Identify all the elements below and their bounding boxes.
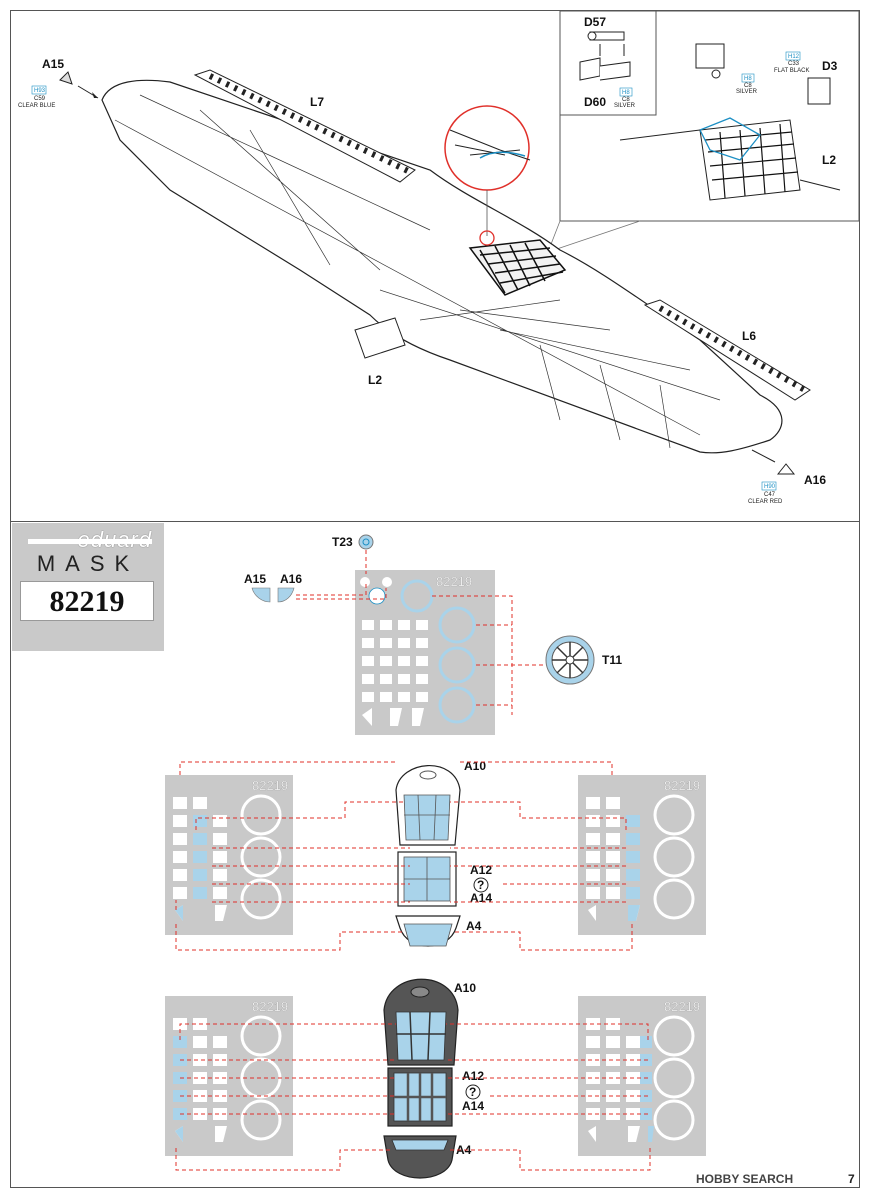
flap-l7 <box>193 69 416 183</box>
canopy-a12-dark <box>387 1067 453 1127</box>
color-callout-d60: H8 C8 SILVER <box>614 87 636 109</box>
canopy-a10-dark <box>383 978 459 1066</box>
color-c59: C59 <box>34 96 46 102</box>
sheet-number-left-2: 82219 <box>252 999 288 1014</box>
mask-a16 <box>277 587 295 603</box>
nav-light-a15 <box>59 71 73 85</box>
label-d57: D57 <box>584 15 606 29</box>
inset-leader-2 <box>547 220 641 253</box>
label-a16-mask: A16 <box>280 572 302 586</box>
color-clear-red: CLEAR RED <box>748 499 783 505</box>
color-h8-b: H8 <box>744 76 752 82</box>
hobby-search-watermark: HOBBY SEARCH <box>696 1172 794 1186</box>
brand-product-number: 82219 <box>20 581 154 621</box>
mask-sheet-right-1 <box>578 775 706 935</box>
canopy-a10-light <box>395 765 461 846</box>
label-a12-top: A12 <box>470 863 492 877</box>
inset-d60 <box>579 57 631 81</box>
gear-part-l2 <box>354 317 406 359</box>
color-h8-a: H8 <box>622 90 630 96</box>
color-c8-a: C8 <box>622 97 630 103</box>
section-divider <box>10 521 860 522</box>
canopy-a4-light <box>395 915 461 947</box>
color-callout-a16: H90 C47 CLEAR RED <box>748 481 783 505</box>
eduard-mask-logo: eduard MASK 82219 <box>12 523 164 651</box>
label-l6: L6 <box>742 329 756 343</box>
a16-arrow <box>751 449 776 463</box>
label-d60: D60 <box>584 95 606 109</box>
question-mark-top: ? <box>477 878 484 892</box>
sheet-number-right-2: 82219 <box>664 999 700 1014</box>
label-l2-main: L2 <box>368 373 382 387</box>
sheet-number-right-1: 82219 <box>664 778 700 793</box>
sheet-number-left-1: 82219 <box>252 778 288 793</box>
label-a14-top: A14 <box>470 891 492 905</box>
mask-a15 <box>251 587 271 603</box>
label-l2-inset: L2 <box>822 153 836 167</box>
inset-detail-assembly <box>619 43 841 201</box>
a15-a16-leader <box>296 582 387 600</box>
mask-sheet-main: 82219 <box>355 570 495 735</box>
label-a4-top: A4 <box>466 919 482 933</box>
label-t11: T11 <box>602 653 622 667</box>
cockpit-frame <box>468 239 567 296</box>
label-a15: A15 <box>42 57 64 71</box>
leaders-group-2 <box>175 1023 651 1171</box>
color-silver-b: SILVER <box>736 89 758 95</box>
color-callout-a15: H93 C59 CLEAR BLUE <box>18 85 55 109</box>
color-c33: C33 <box>788 61 800 67</box>
brand-mask-word: MASK <box>36 551 140 576</box>
label-a10-top: A10 <box>464 759 486 773</box>
label-a12-bottom: A12 <box>462 1069 484 1083</box>
inset-box <box>559 10 860 222</box>
label-a14-bottom: A14 <box>462 1099 484 1113</box>
a15-arrowhead <box>92 92 98 98</box>
color-silver-a: SILVER <box>614 103 636 109</box>
flap-l6 <box>643 299 811 401</box>
color-flat-black: FLAT BLACK <box>774 68 809 74</box>
label-l7: L7 <box>310 95 324 109</box>
magnifier-target <box>479 230 495 246</box>
page-frame <box>10 10 860 1188</box>
label-d3: D3 <box>822 59 838 73</box>
leaders-group-1 <box>175 761 633 951</box>
label-a4-bottom: A4 <box>456 1143 472 1157</box>
color-c47: C47 <box>764 492 776 498</box>
canopy-a4-dark <box>383 1135 457 1179</box>
question-mark-bottom: ? <box>469 1085 476 1099</box>
color-callout-d3: H12 C33 FLAT BLACK <box>774 51 809 74</box>
magnifier-blue-line <box>479 151 526 159</box>
wheel-leaders <box>432 595 546 715</box>
color-c8-b: C8 <box>744 83 752 89</box>
canopy-a12-light <box>397 851 457 907</box>
brand-bar <box>28 539 152 544</box>
label-a15-mask: A15 <box>244 572 266 586</box>
label-t23: T23 <box>332 535 353 549</box>
mask-t11-wheel <box>545 635 595 685</box>
mask-sheet-left-2 <box>165 996 293 1156</box>
wing-panel-lines <box>114 94 721 449</box>
mask-sheet-left-1 <box>165 775 293 935</box>
mask-sheet-right-2 <box>578 996 706 1156</box>
inset-d57 <box>587 31 625 56</box>
color-h93: H93 <box>34 88 46 94</box>
page-number: 7 <box>848 1172 855 1186</box>
nav-light-a16 <box>776 463 796 475</box>
color-h90: H90 <box>764 484 776 490</box>
label-a16: A16 <box>804 473 826 487</box>
sheet-number-main: 82219 <box>436 574 472 589</box>
color-clear-blue: CLEAR BLUE <box>18 103 55 109</box>
label-a10-bottom: A10 <box>454 981 476 995</box>
color-callout-inset: H8 C8 SILVER <box>736 73 758 95</box>
color-h12: H12 <box>788 54 800 60</box>
mask-t23 <box>358 534 374 550</box>
